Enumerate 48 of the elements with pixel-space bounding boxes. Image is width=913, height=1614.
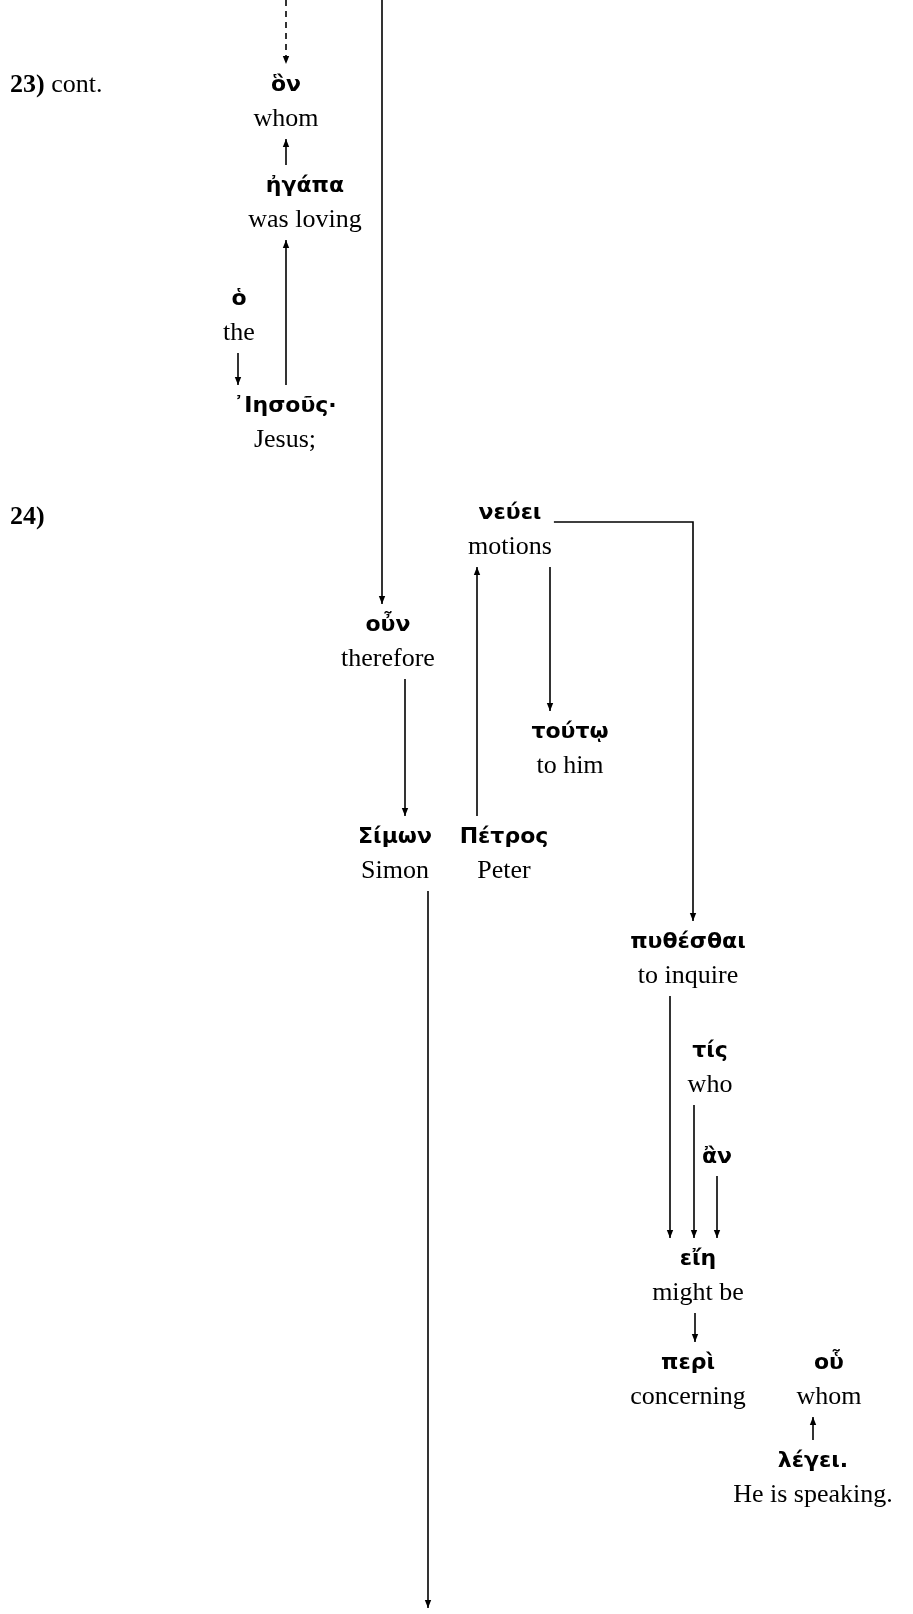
verse-number: 23) cont. <box>10 68 103 100</box>
arrow <box>378 0 386 605</box>
greek-word: τούτῳ <box>531 717 609 745</box>
greek-word: πυθέσθαι <box>630 927 746 955</box>
gloss-text: He is speaking. <box>733 1478 893 1510</box>
arrow <box>282 138 290 166</box>
greek-word: ἂν <box>701 1142 733 1170</box>
greek-word: ᾿Ιησοῦς· <box>233 391 337 419</box>
arrow <box>424 890 432 1609</box>
arrow <box>690 1104 698 1239</box>
arrow <box>691 1312 699 1343</box>
gloss-text: to him <box>536 749 604 781</box>
gloss-text: to inquire <box>637 959 739 991</box>
arrow <box>546 566 554 712</box>
gloss-text: who <box>687 1068 733 1100</box>
arrow <box>809 1416 817 1441</box>
verse-number: 24) <box>10 500 45 532</box>
arrow <box>234 352 242 386</box>
arrow <box>401 678 409 817</box>
arrow <box>553 521 697 922</box>
arrow <box>666 995 674 1239</box>
greek-word: εἴη <box>679 1244 717 1272</box>
greek-word: Πέτρος <box>459 822 549 850</box>
gloss-text: whom <box>796 1380 862 1412</box>
gloss-text: whom <box>253 102 319 134</box>
greek-word: οὖν <box>365 610 411 638</box>
arrow <box>713 1175 721 1239</box>
arrow <box>282 0 290 65</box>
gloss-text: was loving <box>248 203 362 235</box>
gloss-text: the <box>223 316 255 348</box>
gloss-text: Simon <box>361 854 429 886</box>
gloss-text: therefore <box>341 642 435 674</box>
greek-word: ὃν <box>270 70 302 98</box>
gloss-text: concerning <box>630 1380 746 1412</box>
greek-word: ἠγάπα <box>265 171 345 199</box>
arrow <box>473 566 481 817</box>
greek-word: περὶ <box>661 1348 715 1376</box>
greek-word: λέγει. <box>777 1446 849 1474</box>
gloss-text: might be <box>652 1276 744 1308</box>
greek-word: ὁ <box>231 284 247 312</box>
greek-word: τίς <box>692 1036 728 1064</box>
gloss-text: motions <box>468 530 552 562</box>
greek-word: Σίμων <box>358 822 432 850</box>
greek-word: οὗ <box>814 1348 844 1376</box>
arrow <box>282 239 290 386</box>
gloss-text: Jesus; <box>253 423 317 455</box>
greek-word: νεύει <box>478 498 542 526</box>
gloss-text: Peter <box>477 854 531 886</box>
